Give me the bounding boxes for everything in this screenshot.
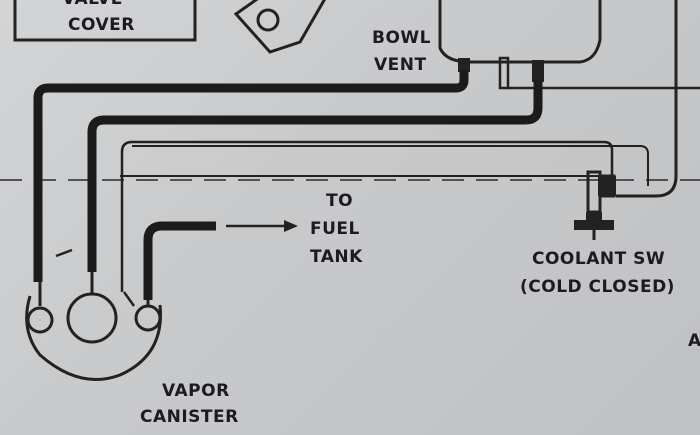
bowl-vent-label-line2: VENT — [374, 55, 427, 75]
vapor-canister — [25, 248, 162, 381]
edge-letter: A — [688, 331, 700, 351]
bowl-vent-port-mid — [498, 56, 510, 90]
canister-purge-hose — [87, 80, 543, 272]
mounting-bracket — [233, 0, 326, 54]
fuel-tank-label-line3: TANK — [310, 247, 363, 267]
coolant-switch-vacuum-line-inner — [132, 145, 649, 186]
bowl-vent-port-right — [532, 60, 544, 82]
coolant-switch-hose — [616, 0, 678, 198]
valve-cover-label-line1: VALVE — [62, 0, 123, 9]
valve-cover-label-line2: COVER — [68, 15, 135, 35]
coolant-switch-vacuum-line — [120, 140, 614, 292]
arrow-to-fuel-tank — [226, 220, 298, 232]
bowl-vent-label-line1: BOWL — [372, 28, 431, 48]
canister-port-left — [26, 306, 54, 334]
vapor-canister-label-line2: CANISTER — [140, 407, 239, 427]
fuel-tank-label-line1: TO — [326, 191, 353, 211]
fuel-tank-hose — [143, 221, 216, 300]
valve-cover-box — [13, 0, 197, 42]
bowl-vent-hose — [33, 70, 469, 282]
bowl-vent-body — [438, 0, 602, 64]
coolant-switch-label-line2: (COLD CLOSED) — [520, 277, 675, 297]
vapor-canister-label-line1: VAPOR — [162, 381, 230, 401]
bowl-vent-port-left — [458, 58, 470, 72]
coolant-switch-label-line1: COOLANT SW — [532, 249, 665, 269]
canister-port-center — [66, 292, 118, 344]
fuel-tank-label-line2: FUEL — [310, 219, 360, 239]
coolant-switch — [574, 170, 616, 240]
canister-port-right — [134, 304, 162, 332]
